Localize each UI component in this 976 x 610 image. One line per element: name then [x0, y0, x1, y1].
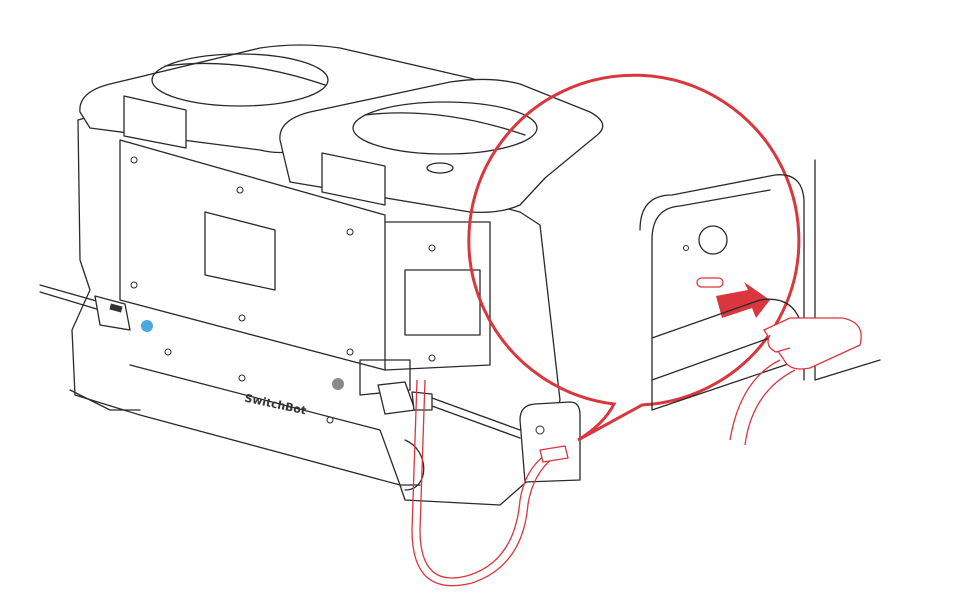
water-drop-icon-gray — [332, 378, 344, 390]
usb-c-port — [696, 277, 724, 288]
insert-arrow-icon — [716, 282, 770, 318]
usb-c-port-small — [519, 401, 581, 483]
water-drop-icon-blue — [141, 320, 153, 332]
usb-cable — [419, 379, 546, 579]
hose-connector-left — [39, 284, 131, 331]
right-tank-lid — [279, 78, 604, 213]
callout-magnifier — [467, 73, 881, 446]
hose-connector-right — [377, 381, 521, 439]
